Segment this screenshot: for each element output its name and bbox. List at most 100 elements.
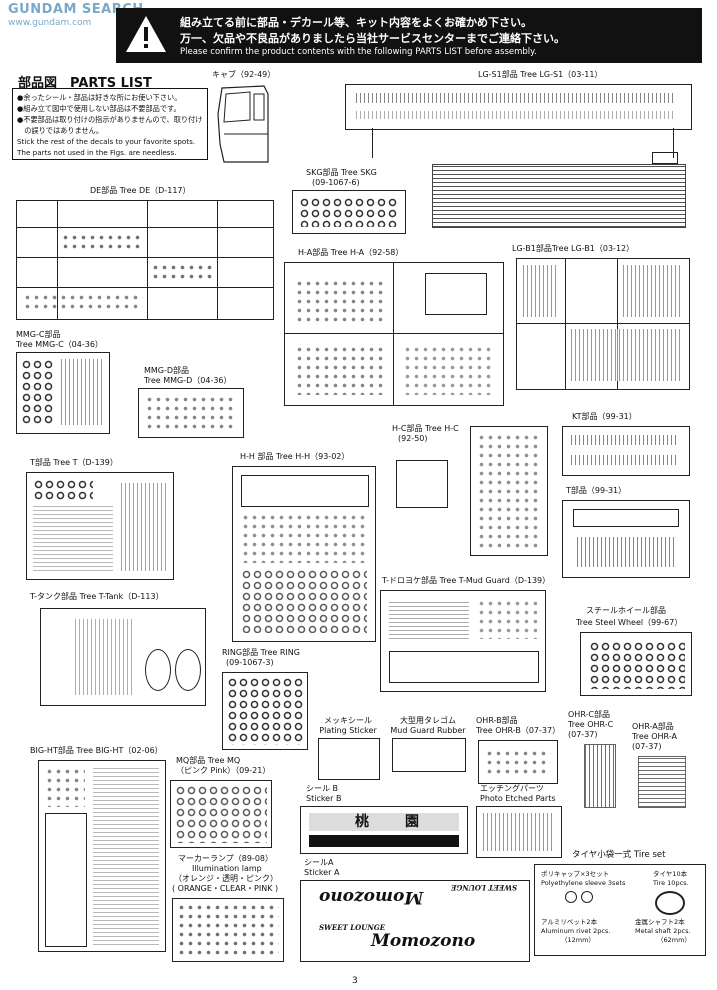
tree-ttank-label: T-タンク部品 Tree T-Tank（D-113）: [30, 592, 164, 601]
tree-skg: [292, 190, 406, 234]
tree-hh-label: H-H 部品 Tree H-H（93-02）: [240, 452, 350, 461]
tree-steel-label: スチールホイール部品: [586, 606, 666, 615]
tree-cab-label: キャブ（92-49）: [212, 70, 276, 79]
tree-ha: [284, 262, 504, 406]
note-line: ●余ったシール・部品は好きな所にお使い下さい。: [17, 93, 182, 102]
sticker-b-char: 桃: [355, 814, 369, 830]
mmgd-parts: [145, 395, 237, 431]
de-parts: [61, 233, 141, 253]
sticker-b-char: 園: [405, 814, 419, 830]
tireset-item: 金属シャフト2本: [635, 918, 685, 926]
tree-hc: [470, 426, 548, 556]
marker-label: マーカーランプ（89-08）: [178, 854, 274, 863]
tree-ohra-code: (07-37): [632, 742, 662, 751]
page-number: 3: [352, 976, 358, 986]
mud-rubber: [392, 738, 466, 772]
lgb1-parts: [623, 265, 683, 317]
warning-line-3: Please confirm the product contents with…: [180, 47, 537, 57]
tree-ohrb: [478, 740, 558, 784]
tree-hc-label: H-C部品 Tree H-C: [392, 424, 459, 433]
tireset-item-size: （62mm）: [657, 936, 691, 944]
lgb1-parts: [571, 329, 681, 381]
t-parts: [121, 483, 167, 571]
warning-banner: 組み立てる前に部品・デカール等、キット内容をよくお確かめ下さい。 万一、欠品や不…: [116, 8, 702, 63]
sticker-b-label-en: Sticker B: [306, 794, 342, 803]
frame-rail: [356, 93, 676, 103]
tree-mmgd-label: MMG-D部品: [144, 366, 190, 375]
tree-mmgd-code: Tree MMG-D（04-36）: [144, 376, 232, 385]
tireset-item: タイヤ10本: [653, 870, 688, 878]
marker-colors-en: ( ORANGE・CLEAR・PINK ): [172, 884, 279, 893]
tree-mmgc-code: Tree MMG-C（04-36）: [16, 340, 103, 349]
tree-bight: [38, 760, 166, 952]
tree-lgb1-label: LG-B1部品Tree LG-B1（03-12）: [512, 244, 635, 253]
plating-label: メッキシール: [324, 716, 372, 725]
tree-ring-label: RING部品 Tree RING: [222, 648, 300, 657]
de-parts: [151, 263, 213, 283]
logo-mirrored-sub: SWEET LOUNGE: [451, 883, 518, 892]
tireset-item-en: Metal shaft 2pcs.: [635, 927, 691, 935]
lgb1-parts: [523, 265, 559, 317]
hh-parts: [241, 513, 367, 563]
plating-label-en: Plating Sticker: [319, 726, 377, 735]
tireset-item: ポリキャップ×3セット: [541, 870, 610, 878]
hh-parts: [241, 569, 367, 633]
tree-mmgc-label: MMG-C部品: [16, 330, 61, 339]
ha-parts: [403, 345, 493, 395]
part-clip: [652, 152, 678, 164]
ha-parts: [295, 345, 385, 395]
frame-rail: [356, 111, 676, 119]
tree-ohrb-code: Tree OHR-B（07-37）: [476, 726, 561, 735]
tree-hc-code: (92-50): [398, 434, 428, 443]
watermark-site: www.gundam.com: [8, 18, 92, 28]
note-line: The parts not used in the Figs. are need…: [17, 148, 177, 157]
note-line: Stick the rest of the decals to your fav…: [17, 137, 196, 146]
tree-ohrc: [584, 744, 616, 808]
tree-ohra: [638, 756, 686, 808]
tireset-item-en: Polyethylene sleeve 3sets: [541, 879, 626, 887]
tree-ring-code: (09-1067-3): [226, 658, 274, 667]
warning-line-2: 万一、欠品や不良品がありましたら当社サービスセンターまでご連絡下さい。: [180, 32, 565, 45]
note-line: の誤りではありません。: [17, 126, 104, 135]
skg-parts: [299, 197, 397, 227]
tree-steel-code: Tree Steel Wheel（99-67）: [576, 618, 683, 627]
tree-t-label: T部品 Tree T（D-139）: [30, 458, 118, 467]
tireset-title: タイヤ小袋一式 Tire set: [572, 850, 666, 860]
wheel-parts: [589, 641, 685, 689]
tree-skg-code: (09-1067-6): [312, 178, 360, 187]
tree-t: [26, 472, 174, 580]
plating-sticker: [318, 738, 380, 780]
tree-ohrc-name: Tree OHR-C: [568, 720, 614, 729]
tireset-item-en: Tire 10pcs.: [653, 879, 689, 887]
tree-tmud-label: T-ドロヨケ部品 Tree T-Mud Guard（D-139）: [382, 576, 551, 585]
tree-lgs1-runner: [372, 128, 674, 158]
tree-de: [16, 200, 274, 320]
tree-bight-label: BIG-HT部品 Tree BIG-HT（02-06）: [30, 746, 163, 755]
mudrubber-label: 大型用タレゴム: [400, 716, 456, 725]
tree-ttank: [40, 608, 206, 706]
etching-label-en: Photo Etched Parts: [480, 794, 556, 803]
sticker-b-label: シール B: [306, 784, 339, 793]
tree-steel: [580, 632, 692, 696]
sticker-a-label: シールA: [304, 858, 334, 867]
part-grille: [396, 460, 448, 508]
tree-lgs1-label: LG-S1部品 Tree LG-S1（03-11）: [478, 70, 603, 79]
marker-colors-jp: （オレンジ・透明・ピンク）: [174, 874, 278, 883]
mudrubber-label-en: Mud Guard Rubber: [390, 726, 466, 735]
tree-lgs1: [345, 84, 692, 130]
mmgc-parts: [61, 359, 103, 425]
warning-icon: [126, 16, 166, 52]
tree-ohrc-label: OHR-C部品: [568, 710, 611, 719]
hc-parts: [477, 433, 541, 549]
tree-lgb1: [516, 258, 690, 390]
tree-kt-label: KT部品（99-31）: [572, 412, 637, 421]
tree-t2-label: T部品（99-31）: [566, 486, 627, 495]
tree-ohrb-label: OHR-B部品: [476, 716, 518, 725]
note-line: ●組み立て図中で使用しない部品は不要部品です。: [17, 104, 181, 113]
notes-box: ●余ったシール・部品は好きな所にお使い下さい。 ●組み立て図中で使用しない部品は…: [12, 88, 208, 160]
etching-label: エッチングパーツ: [480, 784, 544, 793]
tree-ohra-name: Tree OHR-A: [632, 732, 677, 741]
tireset-item-en: Aluminum rivet 2pcs.: [541, 927, 611, 935]
watermark-brand: GUNDAM SEARCH: [8, 2, 144, 17]
warning-line-1: 組み立てる前に部品・デカール等、キット内容をよくお確かめ下さい。: [180, 16, 532, 29]
